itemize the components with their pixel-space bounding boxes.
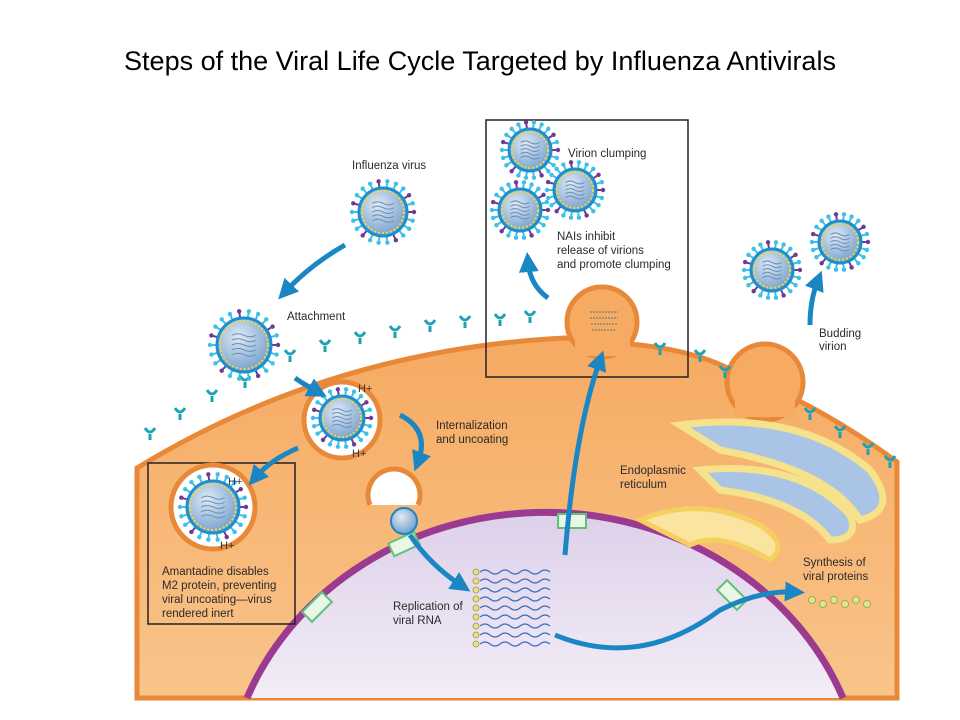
sialic-acid-receptor bbox=[833, 425, 847, 438]
viral-protein bbox=[863, 600, 871, 608]
label-er-1: Endoplasmic bbox=[620, 465, 686, 477]
rna-strand bbox=[479, 578, 551, 584]
sialic-acid-receptor bbox=[173, 407, 187, 420]
label-nais-2: release of virions bbox=[557, 245, 644, 257]
label-internalization-2: and uncoating bbox=[436, 434, 508, 446]
receptors bbox=[143, 310, 897, 468]
clumping-box bbox=[485, 119, 689, 378]
influenza-virion bbox=[809, 212, 871, 272]
sialic-acid-receptor bbox=[353, 331, 367, 344]
rna-polymerase bbox=[472, 604, 480, 612]
nucleocapsid bbox=[390, 507, 418, 535]
label-amantadine-1: Amantadine disables bbox=[162, 566, 269, 578]
sialic-acid-receptor bbox=[883, 455, 897, 468]
proton-label: H+ bbox=[358, 383, 372, 395]
influenza-virion bbox=[310, 387, 374, 449]
arrow-to-nucleus bbox=[407, 533, 471, 592]
label-synthesis-1: Synthesis of bbox=[803, 557, 866, 569]
viral-proteins bbox=[808, 596, 871, 608]
label-virion-clumping: Virion clumping bbox=[568, 148, 646, 160]
sialic-acid-receptor bbox=[803, 407, 817, 420]
rna-polymerase bbox=[472, 631, 480, 639]
bud-rna bbox=[590, 311, 618, 331]
viral-protein bbox=[819, 600, 827, 608]
label-amantadine-3: viral uncoating—virus bbox=[162, 594, 272, 606]
rna-polymerase bbox=[472, 577, 480, 585]
label-amantadine-4: rendered inert bbox=[162, 608, 234, 620]
viral-protein bbox=[830, 596, 838, 604]
sialic-acid-receptor bbox=[205, 389, 219, 402]
rna-polymerase bbox=[472, 568, 480, 576]
rna-strand bbox=[479, 587, 551, 593]
process-arrows bbox=[248, 242, 824, 651]
nucleus-fill bbox=[247, 512, 843, 698]
label-nais-1: NAIs inhibit bbox=[557, 231, 616, 243]
rna-polymerase bbox=[472, 613, 480, 621]
endoplasmic-reticulum bbox=[633, 418, 887, 564]
label-amantadine-2: M2 protein, preventing bbox=[162, 580, 276, 592]
rna-polymerase bbox=[472, 622, 480, 630]
proton-label: H+ bbox=[228, 476, 242, 488]
influenza-virion bbox=[489, 180, 551, 240]
influenza-virion bbox=[349, 179, 417, 245]
label-budding-2: virion bbox=[819, 341, 846, 353]
label-nais-3: and promote clumping bbox=[557, 259, 671, 271]
virions bbox=[177, 120, 871, 542]
rna-strand bbox=[479, 569, 551, 575]
rna-polymerase bbox=[472, 640, 480, 648]
sialic-acid-receptor bbox=[653, 342, 667, 355]
rna-strand bbox=[479, 614, 551, 620]
sialic-acid-receptor bbox=[523, 310, 537, 323]
influenza-virion bbox=[177, 472, 249, 542]
viral-rna-strands bbox=[472, 568, 551, 648]
sialic-acid-receptor bbox=[458, 315, 472, 328]
influenza-virion bbox=[499, 120, 561, 180]
sialic-acid-receptor bbox=[388, 325, 402, 338]
sialic-acid-receptor bbox=[718, 365, 732, 378]
uncoating-endosome bbox=[365, 466, 423, 506]
arrow-rna-export bbox=[562, 350, 607, 556]
rna-strand bbox=[479, 605, 551, 611]
influenza-virion bbox=[741, 240, 803, 300]
label-replication-1: Replication of bbox=[393, 601, 463, 613]
label-budding-1: Budding bbox=[819, 328, 861, 340]
label-influenza-virus: Influenza virus bbox=[352, 160, 426, 172]
label-er-2: reticulum bbox=[620, 479, 667, 491]
rna-polymerase bbox=[472, 586, 480, 594]
arrow-internalize bbox=[398, 412, 431, 472]
arrow-amantadine bbox=[248, 445, 299, 486]
sialic-acid-receptor bbox=[283, 349, 297, 362]
proton-label: H+ bbox=[352, 448, 366, 460]
slide-title: Steps of the Viral Life Cycle Targeted b… bbox=[124, 46, 836, 76]
viral-protein bbox=[852, 596, 860, 604]
rna-strand bbox=[479, 623, 551, 629]
influenza-virion bbox=[207, 309, 281, 381]
rna-polymerase bbox=[472, 595, 480, 603]
sialic-acid-receptor bbox=[693, 349, 707, 362]
rna-strand bbox=[479, 632, 551, 638]
sialic-acid-receptor bbox=[493, 313, 507, 326]
viral-protein bbox=[808, 596, 816, 604]
sialic-acid-receptor bbox=[318, 339, 332, 352]
label-replication-2: viral RNA bbox=[393, 615, 442, 627]
rna-strand bbox=[479, 641, 551, 647]
arrow-entry bbox=[293, 375, 327, 397]
arrow-budding bbox=[805, 270, 824, 326]
rna-strand bbox=[479, 596, 551, 602]
viral-protein bbox=[841, 600, 849, 608]
proton-label: H+ bbox=[220, 540, 234, 552]
sialic-acid-receptor bbox=[861, 442, 875, 455]
influenza-virion bbox=[544, 160, 606, 220]
label-attachment: Attachment bbox=[287, 311, 346, 323]
label-internalization: Internalization bbox=[436, 420, 508, 432]
arrow-clump-release bbox=[518, 252, 550, 301]
arrow-protein bbox=[554, 581, 805, 651]
sialic-acid-receptor bbox=[143, 427, 157, 440]
arrow-approach bbox=[278, 242, 347, 300]
label-synthesis-2: viral proteins bbox=[803, 571, 868, 583]
amantadine-box bbox=[147, 462, 296, 625]
sialic-acid-receptor bbox=[423, 319, 437, 332]
